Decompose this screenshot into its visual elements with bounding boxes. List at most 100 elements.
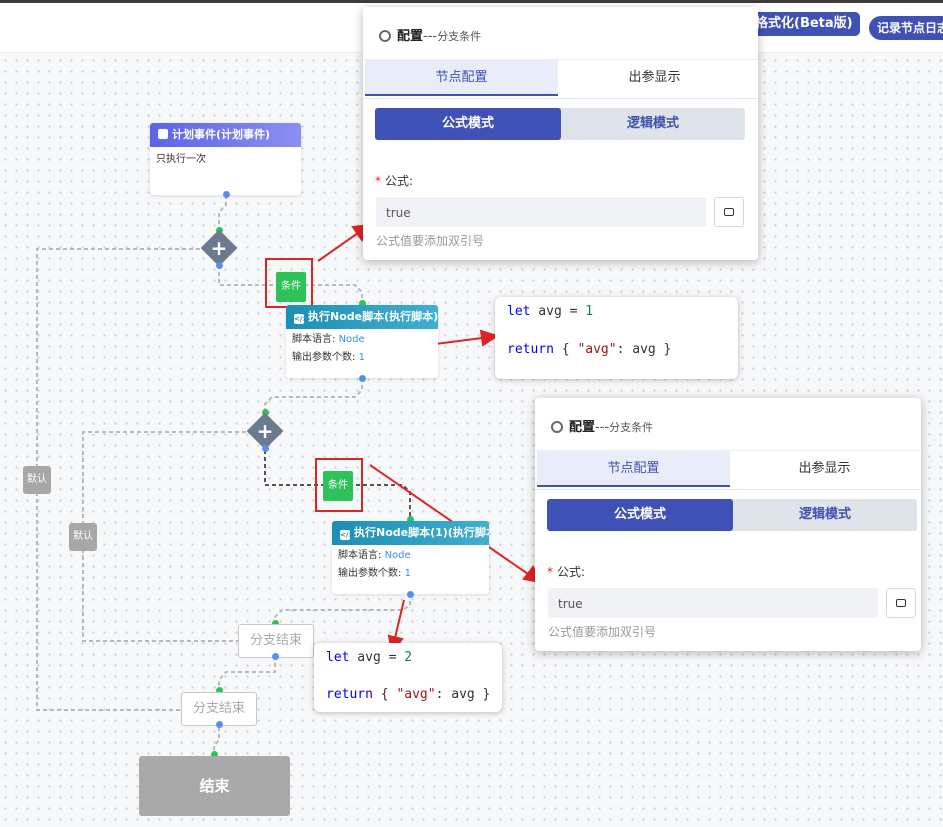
code-snippet-1: let avg = 1 return { "avg": avg }: [495, 297, 738, 379]
code-text: : avg }: [435, 687, 491, 702]
script-1-output-port[interactable]: [359, 375, 366, 382]
language-value: Node: [338, 334, 365, 345]
start-node-header: 计划事件(计划事件): [150, 123, 301, 147]
code-number: 2: [404, 650, 413, 665]
branch-end-2-input-port[interactable]: [272, 620, 279, 627]
script-2-output-count: 输出参数个数: 1: [338, 565, 483, 583]
branch-end-1-output-port[interactable]: [216, 721, 223, 728]
gear-icon: [551, 421, 563, 433]
output-count-value: 1: [404, 568, 411, 579]
branch-1-output-port[interactable]: [216, 262, 223, 269]
mode-switch: 公式模式 逻辑模式: [375, 108, 745, 140]
code-text: : avg }: [616, 342, 672, 357]
formula-mode-button[interactable]: 公式模式: [375, 108, 561, 140]
language-label: 脚本语言:: [292, 334, 339, 345]
condition-2-button[interactable]: 条件: [323, 471, 353, 501]
start-node-body: 只执行一次: [156, 154, 206, 165]
title-separator: ---: [423, 29, 438, 44]
code-snippet-2: let avg = 2 return { "avg": avg }: [314, 643, 502, 712]
formula-hint: 公式值要添加双引号: [376, 234, 485, 248]
formula-label-text: 公式:: [557, 565, 586, 579]
format-button[interactable]: 格式化(Beta版): [740, 12, 860, 36]
script-node-1-title: 执行Node脚本(执行脚本): [308, 310, 438, 323]
log-nodes-button[interactable]: 记录节点日志: [869, 16, 943, 40]
script-1-language: 脚本语言: Node: [292, 331, 432, 349]
code-text: {: [553, 342, 578, 357]
start-node[interactable]: 计划事件(计划事件) 只执行一次: [150, 123, 301, 195]
code-icon: </>: [340, 530, 355, 540]
script-node-2-header: </>执行Node脚本(1)(执行脚本): [332, 521, 489, 545]
start-node-output-port[interactable]: [223, 191, 230, 198]
code-keyword: let: [326, 650, 350, 665]
gear-icon: [379, 30, 391, 42]
add-branch-2-icon[interactable]: +: [256, 419, 274, 443]
script-node-1-body: 脚本语言: Node 输出参数个数: 1: [286, 329, 438, 373]
config-tabs: 节点配置 出参显示: [363, 59, 758, 99]
calendar-check-icon: [158, 129, 168, 139]
title-separator: ---: [595, 420, 610, 435]
code-line-2: return { "avg": avg }: [326, 687, 490, 702]
tab-node-config[interactable]: 节点配置: [537, 451, 730, 487]
language-value: Node: [384, 550, 411, 561]
formula-editor-button[interactable]: [886, 588, 916, 618]
window-top-edge: [0, 0, 943, 3]
code-text: avg =: [349, 650, 405, 665]
script-2-output-port[interactable]: [407, 591, 414, 598]
edit-icon: [724, 208, 734, 216]
logic-mode-button[interactable]: 逻辑模式: [798, 507, 851, 522]
condition-2-highlight: [315, 458, 363, 512]
config-panel-1: 配置---分支条件 节点配置 出参显示 公式模式 逻辑模式 *公式: true …: [363, 7, 758, 260]
default-branch-1-tag[interactable]: 默认: [23, 466, 51, 494]
branch-2-output-port[interactable]: [262, 445, 269, 452]
script-node-1-header: </>执行Node脚本(执行脚本): [286, 305, 438, 329]
config-panel-title: 配置---分支条件: [551, 416, 653, 435]
code-text: avg =: [530, 304, 586, 319]
branch-2-input-port[interactable]: [262, 409, 269, 416]
formula-input[interactable]: true: [376, 197, 706, 227]
script-2-input-port[interactable]: [407, 516, 414, 523]
output-count-value: 1: [358, 352, 365, 363]
output-count-label: 输出参数个数:: [292, 352, 359, 363]
code-number: 1: [585, 304, 594, 319]
end-node[interactable]: 结束: [139, 756, 290, 816]
end-node-input-port[interactable]: [211, 751, 218, 758]
logic-mode-button[interactable]: 逻辑模式: [626, 116, 679, 131]
script-node-2-title: 执行Node脚本(1)(执行脚本): [354, 526, 489, 539]
condition-1-button[interactable]: 条件: [276, 272, 306, 302]
config-panel-2: 配置---分支条件 节点配置 出参显示 公式模式 逻辑模式 *公式: true …: [535, 398, 921, 651]
branch-end-2[interactable]: 分支结束: [238, 624, 314, 658]
script-1-input-port[interactable]: [359, 300, 366, 307]
formula-label: *公式:: [547, 565, 586, 579]
tab-output-params[interactable]: 出参显示: [628, 70, 681, 85]
branch-end-1-input-port[interactable]: [216, 687, 223, 694]
output-count-label: 输出参数个数:: [338, 568, 405, 579]
code-string: "avg": [396, 687, 436, 702]
branch-end-2-output-port[interactable]: [272, 653, 279, 660]
code-string: "avg": [577, 342, 617, 357]
tab-output-params[interactable]: 出参显示: [798, 461, 851, 476]
config-title: 配置: [569, 420, 596, 435]
script-node-2[interactable]: </>执行Node脚本(1)(执行脚本) 脚本语言: Node 输出参数个数: …: [332, 521, 489, 594]
formula-mode-button[interactable]: 公式模式: [547, 499, 733, 531]
config-panel-title: 配置---分支条件: [379, 25, 481, 44]
script-2-language: 脚本语言: Node: [338, 547, 483, 565]
formula-hint: 公式值要添加双引号: [548, 625, 657, 639]
tab-node-config[interactable]: 节点配置: [365, 60, 558, 96]
formula-label: *公式:: [375, 174, 414, 188]
script-node-1[interactable]: </>执行Node脚本(执行脚本) 脚本语言: Node 输出参数个数: 1: [286, 305, 438, 378]
code-icon: </>: [294, 314, 309, 324]
code-line-1: let avg = 1: [507, 304, 593, 319]
config-subtitle: 分支条件: [437, 30, 482, 43]
script-node-2-body: 脚本语言: Node 输出参数个数: 1: [332, 545, 489, 589]
config-title: 配置: [397, 29, 424, 44]
config-subtitle: 分支条件: [609, 421, 654, 434]
script-1-output-count: 输出参数个数: 1: [292, 349, 432, 367]
code-keyword: let: [507, 304, 531, 319]
add-branch-1-icon[interactable]: +: [210, 236, 228, 260]
language-label: 脚本语言:: [338, 550, 385, 561]
mode-switch: 公式模式 逻辑模式: [547, 499, 917, 531]
formula-editor-button[interactable]: [714, 197, 744, 227]
default-branch-2-tag[interactable]: 默认: [69, 523, 97, 551]
formula-input[interactable]: true: [548, 588, 878, 618]
formula-label-text: 公式:: [385, 174, 414, 188]
